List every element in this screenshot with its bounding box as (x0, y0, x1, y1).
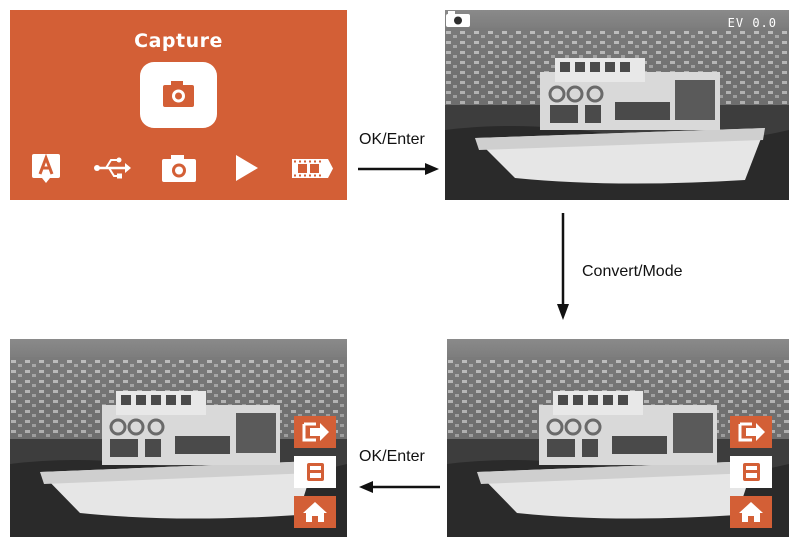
capture-menu-screen: Capture (10, 10, 347, 200)
step3-label: OK/Enter (359, 448, 425, 466)
home-icon[interactable] (730, 496, 772, 528)
preview-screen: EV 0.0 (445, 10, 789, 200)
letter-a-icon[interactable] (28, 150, 64, 186)
film-strip-icon[interactable] (290, 150, 334, 186)
mode-menu-screen (447, 339, 789, 537)
ev-readout: EV 0.0 (728, 16, 777, 30)
save-result-screen (10, 339, 347, 537)
left-arrow (357, 479, 441, 495)
play-icon[interactable] (232, 150, 262, 186)
boat-photo (445, 10, 789, 200)
selected-capture-tile[interactable] (140, 62, 217, 128)
down-arrow (555, 212, 571, 322)
camera-icon (140, 62, 217, 128)
right-arrow (357, 161, 441, 177)
home-icon[interactable] (294, 496, 336, 528)
save-icon[interactable] (294, 456, 336, 488)
save-icon[interactable] (730, 456, 772, 488)
exit-arrow-icon[interactable] (294, 416, 336, 448)
menu-title: Capture (10, 30, 347, 52)
camera-mode-icon (445, 10, 471, 28)
camera-icon[interactable] (160, 150, 198, 186)
exit-arrow-icon[interactable] (730, 416, 772, 448)
usb-icon[interactable] (92, 150, 132, 186)
step2-label: Convert/Mode (582, 263, 683, 281)
step1-label: OK/Enter (359, 131, 425, 149)
